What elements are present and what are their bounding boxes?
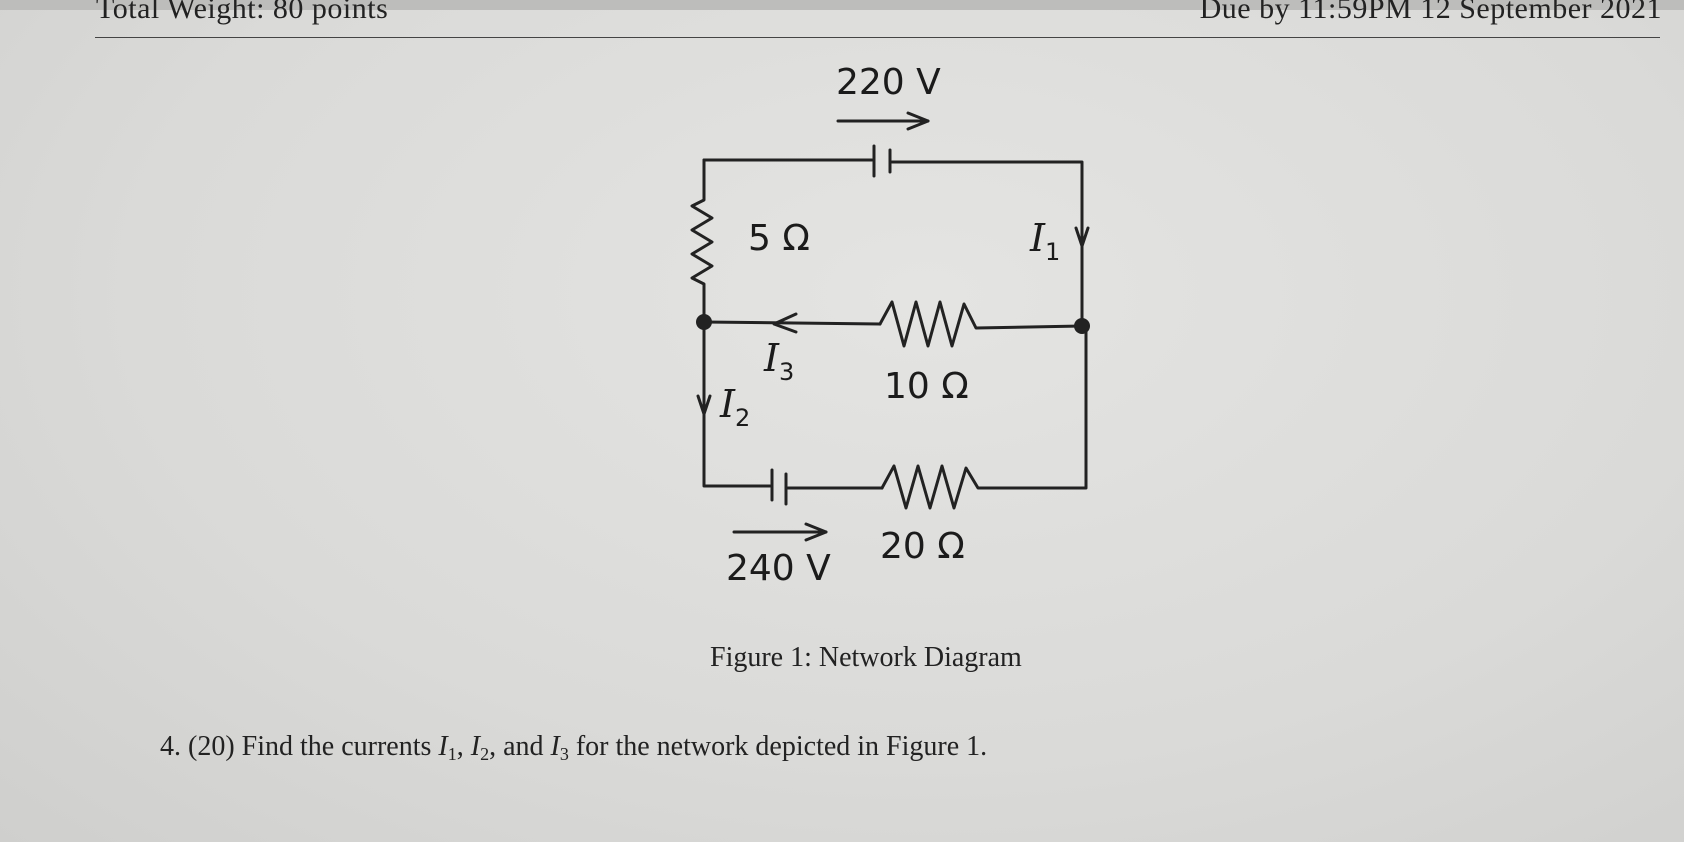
window-top-edge bbox=[0, 0, 1684, 10]
resistor-5-ohm bbox=[690, 158, 714, 324]
arrow-220v-head bbox=[906, 111, 930, 131]
arrow-i2-head bbox=[696, 394, 712, 416]
question-i2-sub: 2 bbox=[480, 744, 490, 764]
question-i3-sub: 3 bbox=[559, 744, 569, 764]
label-220v: 220 V bbox=[836, 62, 941, 103]
question-i2: I bbox=[470, 731, 481, 762]
label-20-ohm: 20 Ω bbox=[880, 526, 965, 567]
header-total-weight: Total Weight: 80 points bbox=[96, 0, 389, 25]
i3-symbol: I bbox=[764, 336, 780, 380]
resistor-10-ohm bbox=[878, 300, 1084, 348]
label-10-ohm: 10 Ω bbox=[884, 366, 969, 407]
i2-symbol: I bbox=[720, 382, 736, 426]
i1-subscript: 1 bbox=[1045, 238, 1061, 266]
label-240v: 240 V bbox=[726, 548, 831, 589]
question-text-before: Find the currents bbox=[241, 731, 432, 762]
i1-symbol: I bbox=[1030, 216, 1046, 260]
wire-top-right bbox=[890, 160, 1084, 328]
wire-middle-left bbox=[702, 320, 882, 326]
question-sep2: , and bbox=[489, 731, 544, 762]
i3-subscript: 3 bbox=[779, 358, 795, 386]
header-rule bbox=[95, 37, 1660, 38]
node-right bbox=[1074, 318, 1090, 334]
question-sep1: , bbox=[456, 731, 464, 762]
wire-left-lower bbox=[702, 320, 772, 488]
question-number: 4. bbox=[160, 731, 181, 762]
label-current-i3: I3 bbox=[764, 336, 794, 386]
header-due-date: Due by 11:59PM 12 September 2021 bbox=[1199, 0, 1662, 25]
resistor-20-ohm bbox=[880, 324, 1088, 510]
label-5-ohm: 5 Ω bbox=[748, 218, 810, 259]
question-i1: I bbox=[438, 731, 448, 762]
question-text-after: for the network depicted in Figure 1. bbox=[575, 731, 988, 762]
arrow-i1-head bbox=[1074, 226, 1090, 248]
question-i3: I bbox=[550, 731, 560, 762]
arrow-i3-head bbox=[772, 312, 798, 334]
node-left bbox=[696, 314, 712, 330]
figure-caption: Figure 1: Network Diagram bbox=[710, 642, 1022, 673]
question-points: (20) bbox=[188, 731, 235, 762]
question-4: 4. (20) Find the currents I1, I2, and I3… bbox=[160, 731, 987, 765]
label-current-i2: I2 bbox=[720, 382, 750, 432]
label-current-i1: I1 bbox=[1030, 216, 1060, 266]
arrow-240v-head bbox=[804, 522, 828, 542]
question-i1-sub: 1 bbox=[447, 744, 457, 764]
i2-subscript: 2 bbox=[735, 404, 751, 432]
